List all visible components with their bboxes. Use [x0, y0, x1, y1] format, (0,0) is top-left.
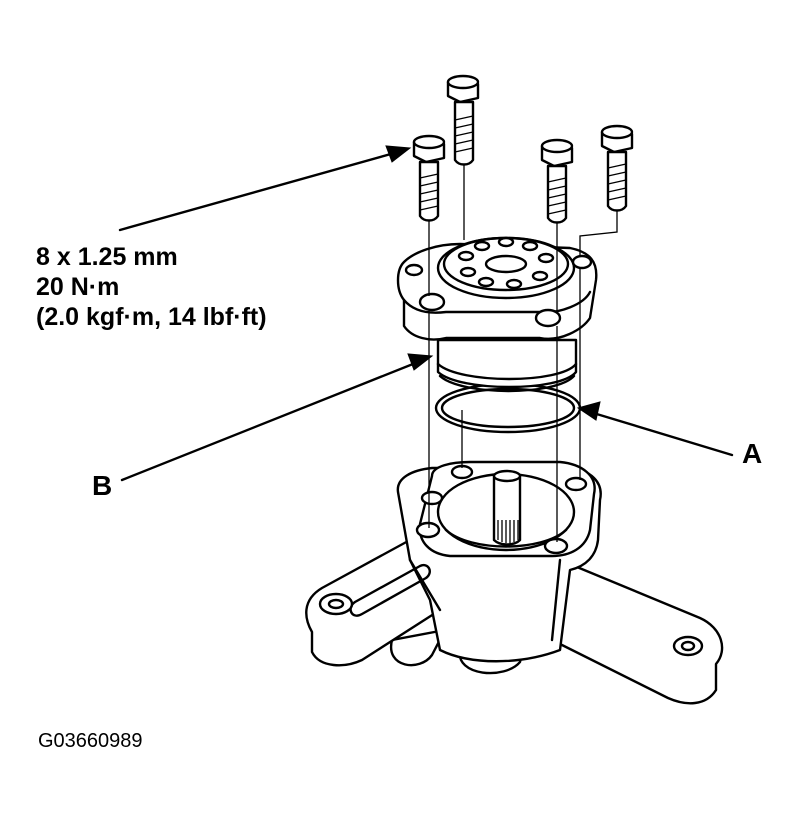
bolt-2 [446, 74, 480, 166]
bolt-3 [540, 138, 574, 224]
bolt-4 [600, 124, 634, 212]
mounting-bolts [412, 74, 634, 224]
callout-a: A [742, 438, 763, 469]
torque-alt-units-label: (2.0 kgf·m, 14 lbf·ft) [36, 303, 267, 331]
leader-lines [118, 145, 734, 482]
figure-code: G03660989 [38, 730, 143, 752]
torque-value-label: 20 N·m [36, 273, 120, 301]
callout-b: B [92, 470, 113, 501]
pump-housing [396, 236, 598, 393]
base-bracket [305, 460, 724, 705]
bolt-1 [412, 134, 446, 222]
alignment-lines [428, 164, 618, 542]
bolt-size-label: 8 x 1.25 mm [36, 243, 178, 271]
